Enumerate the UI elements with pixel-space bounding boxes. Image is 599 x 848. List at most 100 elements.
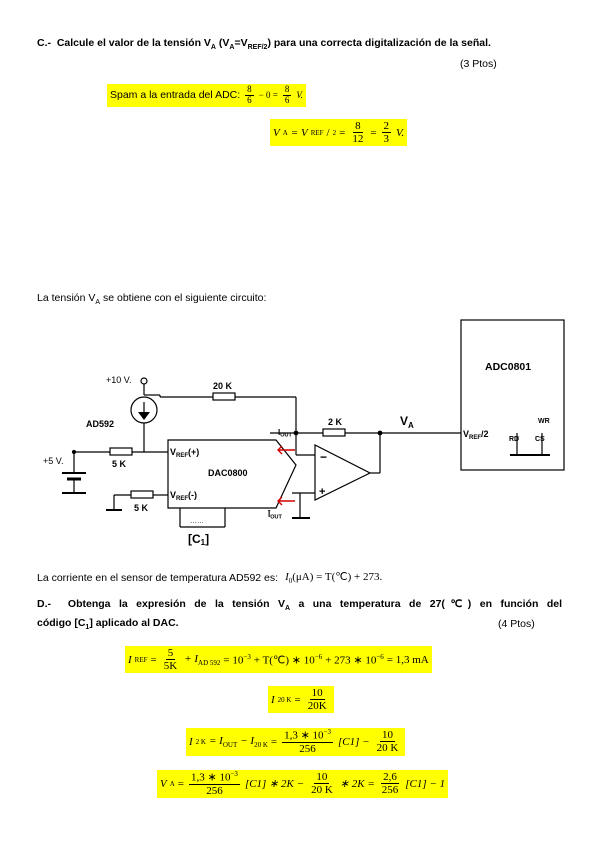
sensor-line: La corriente en el sensor de temperatura… bbox=[37, 570, 382, 585]
sup: −3 bbox=[323, 728, 332, 736]
section-c-heading: C.- Calcule el valor de la tensión VA (V… bbox=[37, 37, 491, 51]
num: 8 bbox=[353, 120, 363, 134]
eq-text: − I bbox=[240, 734, 255, 747]
eq-text: / bbox=[326, 126, 330, 139]
label-iout-bar: I bbox=[268, 510, 270, 519]
eq-text: = 10 bbox=[223, 654, 244, 667]
eq-text: + 273 ∗ 10 bbox=[325, 654, 377, 667]
intro-text: La tensión V bbox=[37, 292, 96, 304]
plus10-node bbox=[140, 377, 148, 385]
label-r5b: 5 K bbox=[134, 503, 149, 513]
source-arrow-icon bbox=[138, 412, 150, 420]
num: 2,6 bbox=[381, 771, 399, 785]
section-c-points: (3 Ptos) bbox=[460, 58, 497, 70]
sub: OUT bbox=[280, 433, 292, 439]
label-opamp-plus: + bbox=[319, 486, 325, 498]
sup: −3 bbox=[230, 770, 238, 778]
sub: AD 592 bbox=[198, 658, 221, 667]
num: 5 bbox=[165, 647, 176, 661]
sub: REF bbox=[310, 128, 324, 137]
eq-text: = bbox=[150, 653, 157, 666]
sup: −3 bbox=[243, 652, 251, 661]
spam-text: Spam a la entrada del ADC: bbox=[110, 89, 241, 102]
sensor-text: La corriente en el sensor de temperatura… bbox=[37, 571, 279, 584]
label-dac: DAC0800 bbox=[208, 468, 248, 478]
eq-text: − 0 = bbox=[258, 90, 278, 101]
eq-text: + T(℃) ∗ 10 bbox=[253, 654, 315, 667]
sub: A bbox=[284, 605, 291, 613]
intro-text: se obtiene con el siguiente circuito: bbox=[100, 292, 267, 304]
label-r5a: 5 K bbox=[112, 459, 127, 469]
eq-text: = bbox=[177, 777, 185, 790]
sub: REF bbox=[469, 435, 481, 441]
label-r20: 20 K bbox=[213, 381, 233, 391]
eq-unit: V. bbox=[396, 126, 405, 139]
den: 20 K bbox=[376, 742, 399, 755]
sub: 1 bbox=[201, 538, 206, 547]
label-adc: ADC0801 bbox=[485, 361, 531, 373]
sub: REF bbox=[134, 655, 148, 664]
den: 256 bbox=[206, 784, 223, 797]
label-rd: RD bbox=[509, 436, 519, 443]
sub: A bbox=[282, 128, 288, 137]
num: 8 bbox=[282, 84, 292, 96]
svg-text:VA: VA bbox=[400, 414, 414, 430]
sup: −6 bbox=[376, 652, 384, 661]
label-part: /2 bbox=[481, 429, 489, 439]
resistor-5k-a bbox=[109, 447, 133, 456]
eq-text: = 1,3 mA bbox=[386, 653, 429, 666]
label-plus10: +10 V. bbox=[106, 375, 131, 385]
sub: REF/2 bbox=[247, 44, 268, 52]
sub: A bbox=[95, 299, 101, 307]
label-cs: CS bbox=[535, 436, 545, 443]
sub: 2 bbox=[332, 128, 337, 137]
den: 256 bbox=[381, 784, 399, 797]
eq-text: + I bbox=[184, 652, 199, 665]
dac-box bbox=[167, 439, 297, 509]
sub: A bbox=[229, 44, 235, 52]
eq-text: [C1] − bbox=[338, 735, 370, 748]
eq-text: = bbox=[339, 126, 346, 139]
svg-text:[C1]: [C1] bbox=[188, 532, 209, 547]
eq-text: V bbox=[273, 126, 280, 139]
svg-text:VREF(-): VREF(-) bbox=[170, 490, 197, 502]
adc-box bbox=[460, 319, 565, 471]
label-adc-vref: V bbox=[463, 429, 469, 439]
label-dots: …… bbox=[190, 518, 204, 525]
label-part: ] bbox=[205, 532, 209, 546]
section-d-title: código [C bbox=[37, 617, 86, 629]
sub: REF bbox=[176, 496, 188, 502]
sub: OUT bbox=[270, 515, 282, 521]
sub: A bbox=[210, 44, 216, 52]
den: 12 bbox=[352, 133, 364, 146]
num: 10 bbox=[314, 771, 330, 785]
eq-text: = V bbox=[290, 126, 308, 139]
eq-text: = bbox=[294, 693, 301, 706]
eq-text: [C1] − 1 bbox=[405, 777, 446, 790]
sub: 1 bbox=[85, 624, 90, 632]
eq-text: = bbox=[370, 126, 377, 139]
eq-text: I bbox=[128, 653, 132, 666]
sub: A bbox=[169, 779, 175, 788]
den: 20K bbox=[307, 700, 327, 713]
eq-text: I bbox=[189, 735, 193, 748]
label-r2k: 2 K bbox=[328, 417, 343, 427]
label-c1: [C bbox=[188, 532, 201, 546]
den: 20 K bbox=[311, 784, 333, 797]
label-plus5: +5 V. bbox=[43, 456, 63, 466]
label-iout: I bbox=[278, 428, 280, 437]
svg-text:IOUT: IOUT bbox=[278, 428, 292, 439]
